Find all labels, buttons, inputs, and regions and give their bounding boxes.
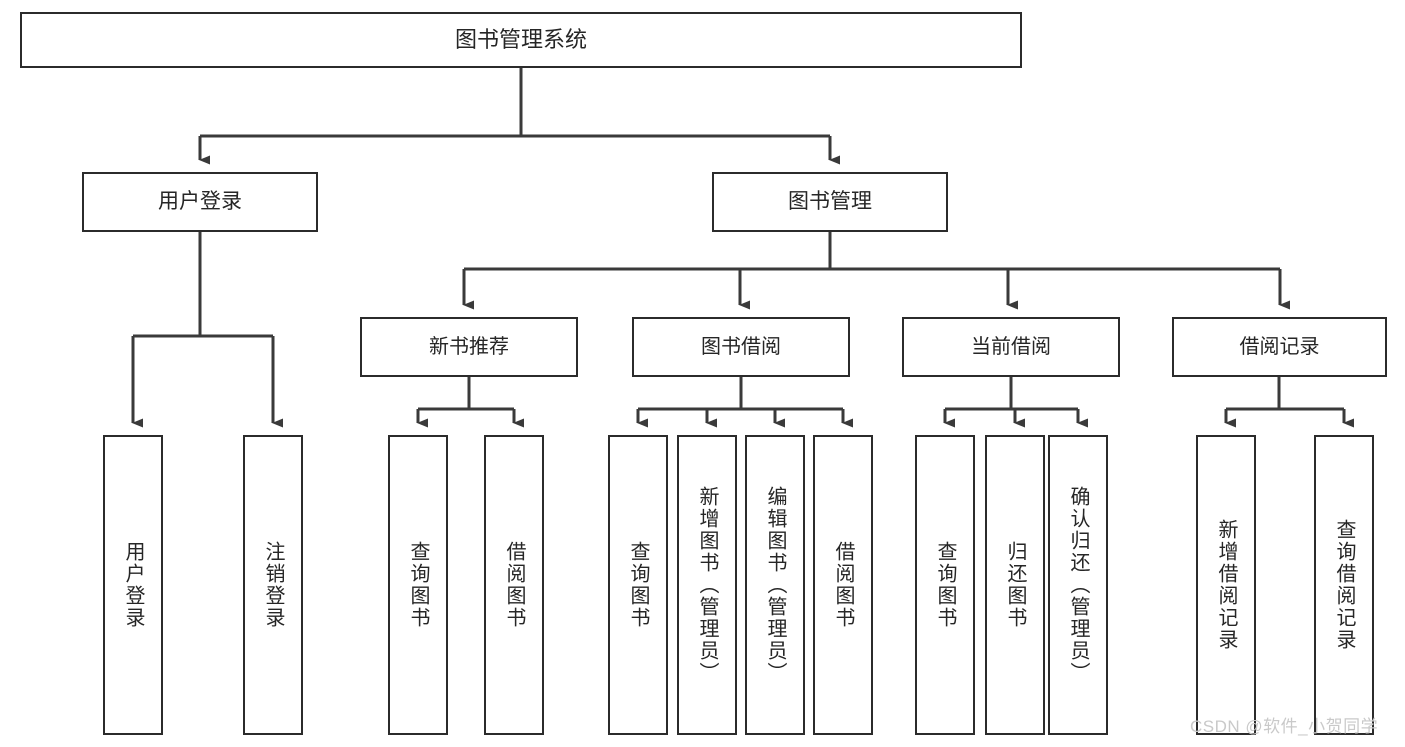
connector-bookborrow-to-leaves [636, 377, 853, 428]
node-leaf-edit-book-admin-label: 编辑图书（管理员） [764, 486, 786, 684]
node-leaf-query-borrow-record-label: 查询借阅记录 [1333, 519, 1355, 651]
node-leaf-return-book[interactable]: 归还图书 [985, 435, 1045, 735]
node-leaf-query-book-recommend-label: 查询图书 [407, 541, 429, 629]
node-leaf-query-book-current-label: 查询图书 [934, 541, 956, 629]
node-leaf-borrow-book-label: 借阅图书 [832, 541, 854, 629]
node-book-management-label: 图书管理 [788, 189, 872, 213]
node-new-book-recommend-label: 新书推荐 [429, 335, 509, 358]
node-leaf-return-book-label: 归还图书 [1004, 541, 1026, 629]
connector-borrowrecords-to-leaves [1224, 377, 1354, 428]
node-leaf-borrow-book-recommend-label: 借阅图书 [503, 541, 525, 629]
node-leaf-add-borrow-record-label: 新增借阅记录 [1215, 519, 1237, 651]
node-leaf-query-book-borrow[interactable]: 查询图书 [608, 435, 668, 735]
node-leaf-logout[interactable]: 注销登录 [243, 435, 303, 735]
node-user-login[interactable]: 用户登录 [82, 172, 318, 232]
node-current-borrow[interactable]: 当前借阅 [902, 317, 1120, 377]
connector-bookmgmt-to-level2 [462, 232, 1290, 310]
node-leaf-query-book-borrow-label: 查询图书 [627, 541, 649, 629]
node-root-label: 图书管理系统 [454, 27, 587, 53]
node-leaf-query-book-current[interactable]: 查询图书 [915, 435, 975, 735]
connector-userlogin-to-leaves [131, 232, 283, 428]
node-leaf-confirm-return-admin[interactable]: 确认归还（管理员） [1048, 435, 1108, 735]
node-user-login-label: 用户登录 [158, 189, 242, 213]
node-leaf-add-book-admin[interactable]: 新增图书（管理员） [677, 435, 737, 735]
node-leaf-add-borrow-record[interactable]: 新增借阅记录 [1196, 435, 1256, 735]
node-leaf-user-login[interactable]: 用户登录 [103, 435, 163, 735]
connector-root-to-level1 [198, 68, 840, 165]
node-borrow-records-label: 借阅记录 [1239, 335, 1320, 358]
node-book-borrow[interactable]: 图书借阅 [632, 317, 850, 377]
node-leaf-borrow-book-recommend[interactable]: 借阅图书 [484, 435, 544, 735]
node-leaf-edit-book-admin[interactable]: 编辑图书（管理员） [745, 435, 805, 735]
connector-currentborrow-to-leaves [943, 377, 1088, 428]
connector-newbook-to-leaves [416, 377, 524, 428]
node-new-book-recommend[interactable]: 新书推荐 [360, 317, 578, 377]
node-root[interactable]: 图书管理系统 [20, 12, 1022, 68]
node-leaf-borrow-book[interactable]: 借阅图书 [813, 435, 873, 735]
node-leaf-confirm-return-admin-label: 确认归还（管理员） [1067, 486, 1089, 684]
node-book-borrow-label: 图书借阅 [701, 335, 781, 358]
node-leaf-query-book-recommend[interactable]: 查询图书 [388, 435, 448, 735]
node-leaf-query-borrow-record[interactable]: 查询借阅记录 [1314, 435, 1374, 735]
node-leaf-add-book-admin-label: 新增图书（管理员） [696, 486, 718, 684]
node-leaf-user-login-label: 用户登录 [122, 541, 144, 629]
node-current-borrow-label: 当前借阅 [971, 335, 1051, 358]
node-borrow-records[interactable]: 借阅记录 [1172, 317, 1387, 377]
node-leaf-logout-label: 注销登录 [262, 541, 284, 629]
node-book-management[interactable]: 图书管理 [712, 172, 948, 232]
